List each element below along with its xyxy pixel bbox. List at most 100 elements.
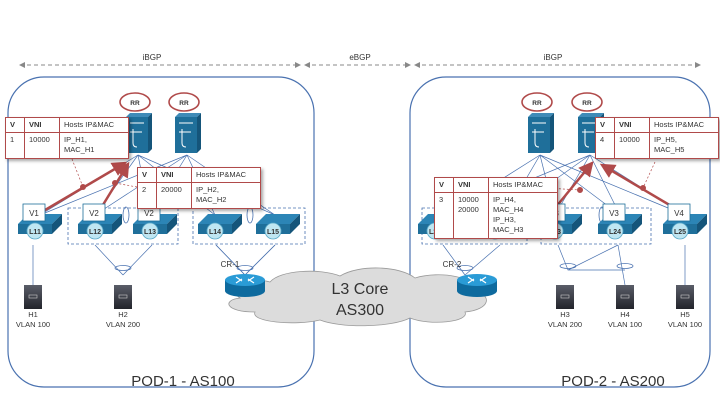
cell-hosts: IP_H1,MAC_H1 [59,132,128,158]
server-icon [676,285,694,309]
col-hosts: Hosts IP&MAC [488,178,557,194]
border-router-cr1: CR-1 [215,244,276,297]
host-entry: IP_H2, [196,185,219,195]
vtep-label: V2 [89,209,99,218]
vni-entry: 20000 [458,205,479,215]
leaf-id: L13 [144,229,156,236]
switch-icon [578,117,600,153]
cell-hosts: IP_H5,MAC_H5 [649,132,718,158]
cell-v: 2 [138,182,157,208]
vni-entry: 10000 [458,195,479,205]
cell-vni: 10000 [614,132,650,158]
leaf-badge [141,222,159,240]
spine-switch: RR [521,92,554,153]
leaf-id: L11 [29,229,41,236]
leaf-id: L12 [89,229,101,236]
col-vni: VNI [614,118,650,134]
leaf-switch-l12: L12 V2 [78,203,122,240]
core-label-line1: L3 Core [332,281,389,298]
border-router-cr2: CR-2 [443,260,497,297]
pod-2-box [409,76,711,388]
server-icon [114,285,132,309]
host-entry: MAC_H3 [493,225,524,235]
cell-hosts: IP_H2,MAC_H2 [191,182,260,208]
leaf-id: L25 [674,229,686,236]
vtep-label: V1 [29,209,39,218]
rr-label: RR [130,100,140,107]
col-hosts: Hosts IP&MAC [191,168,260,184]
ibgp-right-label: iBGP [544,53,563,62]
leaf-id: L24 [609,229,621,236]
col-v: V [6,118,25,134]
leaf-badge [606,222,624,240]
leaf-badge [26,222,44,240]
pod-1-label: POD-1 - AS100 [131,373,234,390]
server-icon [616,285,634,309]
rr-label: RR [582,100,592,107]
host-entry: MAC_H2 [196,195,227,205]
leaf-switches: L11V1L12V2L13V2L14L15L21L22L23V3L24V3L25… [18,203,707,240]
host-name: H1 [28,310,38,319]
host-vlan: VLAN 100 [668,320,702,329]
col-hosts: Hosts IP&MAC [59,118,128,134]
leaf-switch-l13: L13 V2 [133,203,177,240]
leaf-switch-l14: L14 [198,214,242,240]
l3-core-cloud: L3 Core AS300 [228,267,487,327]
host-entry: MAC_H5 [654,145,685,155]
leaf-id: L14 [209,229,221,236]
server-icon [24,285,42,309]
col-v: V [435,178,454,194]
host-vlan: VLAN 100 [16,320,50,329]
host-entry: IP_H4, [493,195,516,205]
col-vni: VNI [24,118,60,134]
vtep-label: V4 [674,209,684,218]
route-reflector-badge [521,92,553,112]
leaf-badge [86,222,104,240]
host-vlan: VLAN 100 [608,320,642,329]
route-reflector-badge [571,92,603,112]
col-vni: VNI [453,178,489,194]
cell-v: 3 [435,192,454,238]
vtep-label: V3 [609,209,619,218]
spine-switches: RR RR RR RR [119,92,604,153]
pod-2-label: POD-2 - AS200 [561,373,664,390]
host-entry: MAC_H1 [64,145,95,155]
leaf-badge [264,222,282,240]
host-entry: IP_H3, [493,215,516,225]
leaf-switch-l15: L15 [256,214,300,240]
leaf-id: L15 [267,229,279,236]
lag-ovals [114,206,634,271]
host-entry: IP_H5, [654,135,677,145]
cell-vni: 20000 [156,182,192,208]
vtep-box [667,203,691,222]
host-entry: IP_H1, [64,135,87,145]
rr-label: RR [532,100,542,107]
rr-label: RR [179,100,189,107]
pod-1-box [7,76,315,388]
ibgp-left-label: iBGP [143,53,162,62]
vtep-label: V2 [144,209,154,218]
bgp-arrows: iBGP eBGP iBGP [19,53,701,68]
cell-v: 1 [6,132,25,158]
fabric-links [32,154,686,286]
core-label-line2: AS300 [336,302,384,319]
col-hosts: Hosts IP&MAC [649,118,718,134]
server-icon [556,285,574,309]
vtep-box [82,203,106,222]
leaf-badge [206,222,224,240]
cell-vni: 10000 [24,132,60,158]
ebgp-label: eBGP [349,53,370,62]
